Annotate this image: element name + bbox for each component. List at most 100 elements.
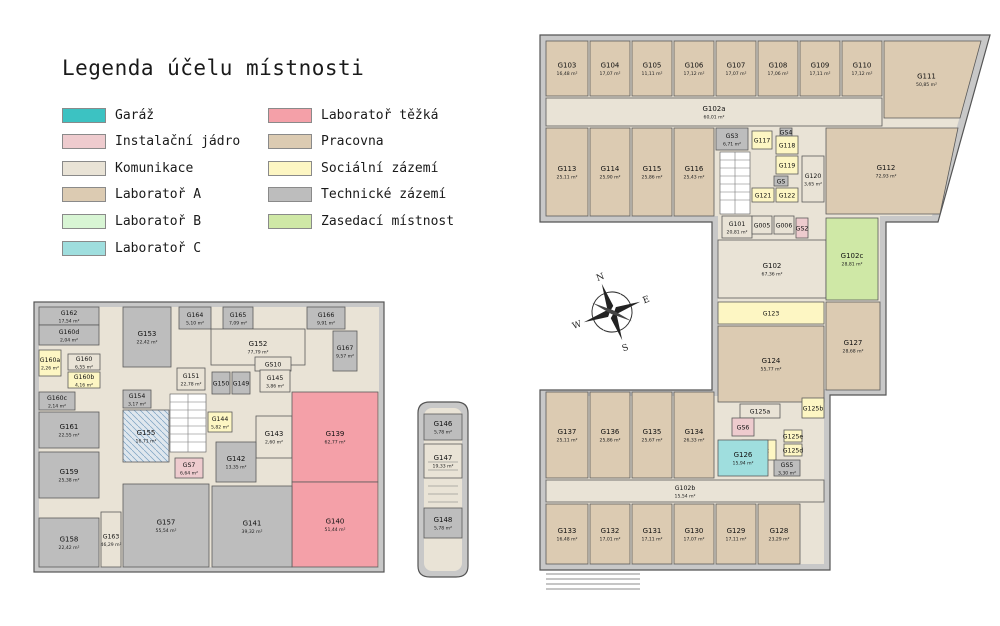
room-shape [67, 353, 101, 371]
room-id-label: G135 [643, 428, 662, 436]
room-id-label: G132 [601, 527, 620, 535]
room-id-label: G113 [558, 165, 577, 173]
room-area-label: 17,06 m² [768, 71, 789, 77]
room-area-label: 55,54 m² [156, 528, 177, 534]
room-id-label: G155 [137, 429, 156, 437]
room-shape [174, 457, 204, 479]
room-id-label: G142 [227, 455, 246, 463]
room-shape [631, 40, 673, 97]
room-area-label: 9,91 m² [317, 321, 335, 327]
room-shape [545, 97, 883, 127]
room-shape [715, 127, 749, 151]
legend-label: Instalační jádro [115, 133, 241, 149]
room-area-label: 25,11 m² [557, 438, 578, 444]
room-shape [211, 371, 231, 395]
room-id-label: G151 [183, 373, 200, 380]
room-id-label: G116 [685, 165, 704, 173]
room-shape [795, 217, 809, 239]
room-id-label: G102 [763, 262, 782, 270]
room-area-label: 22,55 m² [59, 433, 80, 439]
room-area-label: 17,07 m² [726, 71, 747, 77]
room-shape [306, 306, 346, 330]
room-shape [589, 40, 631, 97]
room-area-label: 3,65 m² [804, 182, 822, 188]
room-g116: G116 25,43 m² [673, 127, 715, 217]
room-area-label: 7,09 m² [229, 321, 247, 327]
room-id-label: GS6 [737, 425, 750, 432]
room-shape [783, 443, 803, 457]
room-id-label: G150 [213, 381, 230, 388]
legend-swatch [268, 133, 312, 149]
legend-item: Laboratoř B [62, 212, 201, 230]
room-area-label: 72,93 m² [876, 174, 897, 180]
room-shape [717, 239, 827, 299]
room-area-label: 50,85 m² [916, 82, 937, 88]
legend-item: Zasedací místnost [268, 212, 454, 230]
room-shape [751, 215, 773, 235]
room-area-label: 11,11 m² [642, 71, 663, 77]
room-shape [883, 40, 982, 119]
room-area-label: 17,11 m² [726, 537, 747, 543]
room-shape [801, 397, 825, 419]
room-id-label: G144 [212, 416, 229, 423]
room-id-label: G139 [326, 430, 345, 438]
room-shape [773, 175, 789, 187]
room-id-label: G165 [230, 312, 247, 319]
room-area-label: 6,64 m² [180, 471, 198, 477]
room-area-label: 25,43 m² [684, 175, 705, 181]
room-id-label: G149 [233, 381, 250, 388]
room-id-label: G120 [805, 173, 822, 180]
legend-item: Laboratoř těžká [268, 106, 438, 124]
room-id-label: GS10 [265, 362, 282, 369]
legend-swatch [62, 213, 106, 229]
room-shape [715, 40, 757, 97]
room-shape [545, 503, 589, 565]
room-g149: G149 [231, 371, 251, 395]
room-id-label: G118 [779, 143, 796, 150]
room-id-label: GS7 [183, 462, 196, 469]
room-id-label: G005 [754, 223, 771, 230]
room-id-label: G110 [853, 62, 872, 70]
room-shape [38, 349, 62, 377]
room-shape [291, 391, 379, 483]
room-shape [545, 391, 589, 479]
legend-label: Sociální zázemí [321, 160, 439, 176]
room-area-label: 26,33 m² [684, 438, 705, 444]
room-shape [715, 503, 757, 565]
room-area-label: 17,12 m² [852, 71, 873, 77]
legend-swatch [268, 213, 312, 229]
room-shape [673, 391, 715, 479]
room-id-label: G160c [47, 395, 68, 402]
legend-item: Technické zázemí [268, 185, 446, 203]
room-id-label: G125b [803, 406, 824, 413]
room-area-label: 25,90 m² [600, 175, 621, 181]
room-area-label: 17,54 m² [59, 319, 80, 325]
room-id-label: G154 [129, 393, 146, 400]
room-id-label: G122 [779, 193, 796, 200]
room-g122: G122 [775, 187, 799, 203]
room-g120: G120 3,65 m² [801, 155, 825, 203]
room-shape [631, 503, 673, 565]
room-shape [38, 517, 100, 568]
compass-rose: N E S W [571, 272, 651, 355]
room-id-label: G105 [643, 62, 662, 70]
room-id-label: G136 [601, 428, 620, 436]
room-area-label: 77,79 m² [248, 350, 269, 356]
compass-n: N [595, 272, 606, 284]
room-shape [825, 301, 881, 391]
